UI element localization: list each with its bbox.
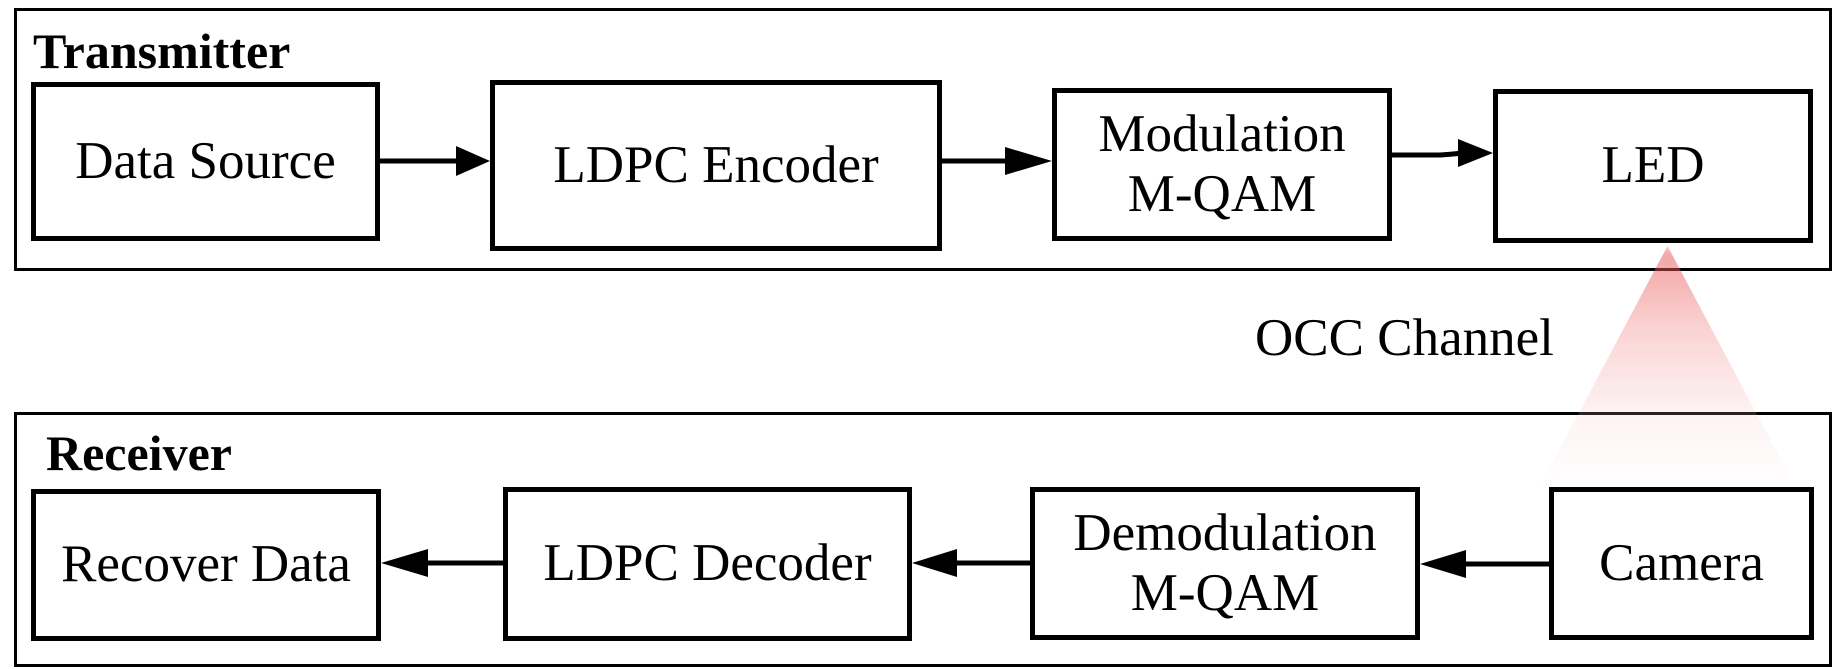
arrow-head-right-1 (456, 146, 490, 176)
receiver-title: Receiver (46, 425, 232, 481)
camera-label: Camera (1599, 533, 1764, 592)
data-source-block: Data Source (31, 82, 380, 241)
ldpc-decoder-block: LDPC Decoder (503, 487, 912, 641)
arrow-modulation-to-led-shaft (1392, 150, 1463, 158)
camera-block: Camera (1549, 487, 1814, 640)
led-block: LED (1493, 89, 1813, 243)
receiver-frame (14, 412, 1832, 667)
led-label: LED (1601, 136, 1705, 195)
ldpc-encoder-label: LDPC Encoder (553, 135, 879, 194)
transmitter-title: Transmitter (33, 23, 291, 79)
arrow-head-left-2 (912, 549, 957, 577)
ldpc-decoder-label: LDPC Decoder (543, 534, 872, 593)
modulation-block: Modulation M-QAM (1052, 88, 1392, 241)
data-source-label: Data Source (75, 131, 336, 190)
demodulation-scheme-label: M-QAM (1130, 563, 1320, 622)
modulation-label: Modulation (1098, 105, 1346, 164)
arrow-head-left-1 (1420, 550, 1466, 578)
arrow-head-right-3 (1458, 139, 1493, 167)
arrow-head-right-2 (1005, 147, 1052, 175)
demodulation-label: Demodulation (1073, 504, 1377, 563)
ldpc-encoder-block: LDPC Encoder (490, 80, 942, 251)
recover-data-label: Recover Data (61, 535, 351, 594)
transmitter-frame (14, 8, 1832, 271)
channel-label: OCC Channel (1255, 309, 1554, 367)
arrow-head-left-3 (381, 549, 428, 577)
modulation-scheme-label: M-QAM (1127, 164, 1317, 223)
recover-data-block: Recover Data (31, 489, 381, 641)
demodulation-block: Demodulation M-QAM (1030, 487, 1420, 640)
